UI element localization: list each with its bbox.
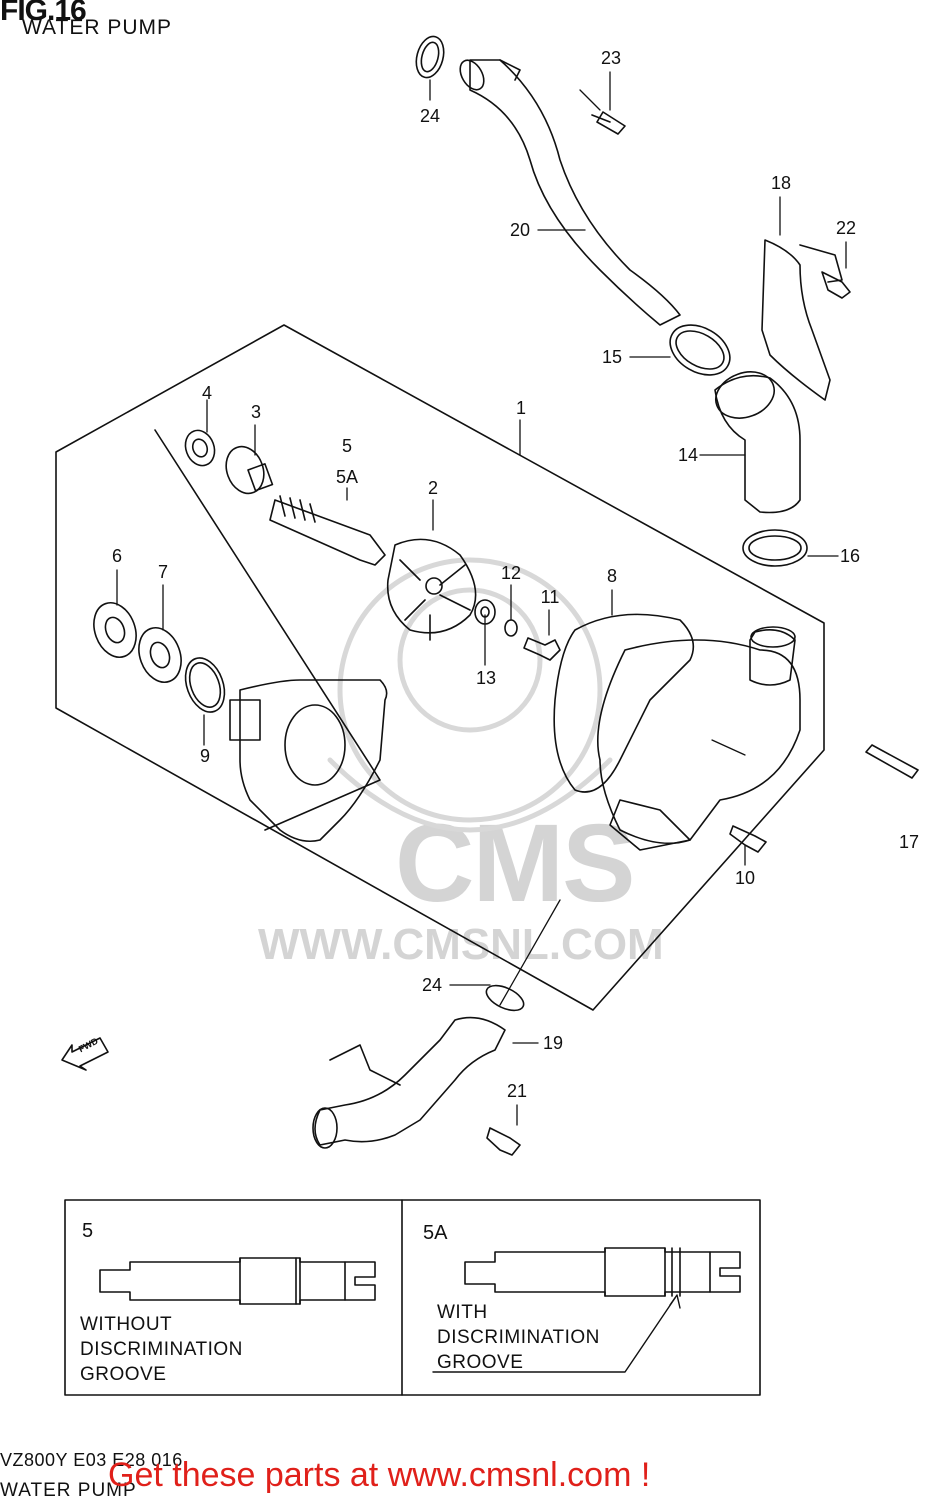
callout-4: 4 bbox=[201, 383, 213, 403]
o-ring-bottom bbox=[485, 984, 525, 1012]
forward-arrow bbox=[61, 1037, 109, 1071]
callout-19: 19 bbox=[542, 1033, 564, 1053]
bolt-22 bbox=[821, 271, 851, 299]
bolt-23 bbox=[591, 111, 626, 135]
detail-left-description: WITHOUT DISCRIMINATION GROOVE bbox=[80, 1312, 243, 1387]
detail-right-line1: WITH bbox=[437, 1302, 488, 1323]
impeller-2 bbox=[386, 538, 477, 634]
bolt-10 bbox=[729, 825, 767, 853]
detail-left-line3: GROOVE bbox=[80, 1364, 167, 1385]
callout-1: 1 bbox=[515, 398, 527, 418]
callout-6: 6 bbox=[111, 546, 123, 566]
watermark-mascot bbox=[327, 557, 613, 833]
callout-11: 11 bbox=[540, 587, 560, 607]
bearing-6 bbox=[93, 602, 137, 658]
callout-18: 18 bbox=[770, 173, 792, 193]
o-ring-9 bbox=[184, 657, 226, 713]
detail-right-line3: GROOVE bbox=[437, 1352, 524, 1373]
bolt-21 bbox=[486, 1127, 521, 1156]
callout-10: 10 bbox=[734, 868, 756, 888]
hose-clamp-15 bbox=[669, 324, 731, 376]
hose-clamp-16 bbox=[742, 529, 808, 567]
detail-right-line2: DISCRIMINATION bbox=[437, 1327, 600, 1348]
pipe-cover-18 bbox=[761, 239, 831, 401]
detail-right-description: WITH DISCRIMINATION GROOVE bbox=[437, 1300, 600, 1375]
mechanical-seal-3 bbox=[225, 445, 265, 495]
assembly-outline bbox=[55, 324, 825, 1011]
bolt-11 bbox=[523, 637, 561, 661]
detail-box bbox=[64, 1199, 761, 1396]
footer-subtitle: WATER PUMP bbox=[0, 1480, 137, 1501]
bearing-7 bbox=[138, 627, 182, 683]
drawing-code: VZ800Y E03 E28 016 bbox=[0, 1450, 183, 1470]
callout-7: 7 bbox=[157, 562, 169, 582]
water-hose-14 bbox=[714, 374, 801, 514]
seal-4 bbox=[184, 429, 216, 467]
pump-case bbox=[239, 679, 388, 843]
pump-shaft-5 bbox=[269, 499, 386, 566]
callout-5a: 5A bbox=[335, 467, 359, 487]
shaft-5-detail bbox=[99, 1257, 376, 1305]
leader-lines bbox=[116, 71, 847, 1126]
figure-subtitle: WATER PUMP bbox=[22, 16, 172, 39]
callout-17: 17 bbox=[898, 832, 920, 852]
callout-15: 15 bbox=[601, 347, 623, 367]
callout-8: 8 bbox=[606, 566, 618, 586]
callout-3: 3 bbox=[250, 402, 262, 422]
callout-5: 5 bbox=[341, 436, 353, 456]
callout-24-bottom: 24 bbox=[421, 975, 443, 995]
callout-12: 12 bbox=[500, 563, 522, 583]
figure-title: FIG.16 bbox=[0, 0, 87, 27]
water-pipe-lower bbox=[314, 1016, 506, 1146]
watermark-url: WWW.CMSNL.COM bbox=[258, 920, 664, 969]
o-ring-top bbox=[415, 35, 445, 79]
callout-23: 23 bbox=[600, 48, 622, 68]
water-pipe-upper bbox=[469, 59, 681, 326]
callout-14: 14 bbox=[677, 445, 699, 465]
detail-left-line1: WITHOUT bbox=[80, 1314, 173, 1335]
detail-left-line2: DISCRIMINATION bbox=[80, 1339, 243, 1360]
callout-24-top: 24 bbox=[419, 106, 441, 126]
detail-right-label: 5A bbox=[423, 1222, 448, 1244]
callout-20: 20 bbox=[509, 220, 531, 240]
washer-13 bbox=[474, 599, 496, 625]
callout-13: 13 bbox=[475, 668, 497, 688]
callout-9: 9 bbox=[199, 746, 211, 766]
callout-2: 2 bbox=[427, 478, 439, 498]
pump-cover bbox=[597, 639, 801, 845]
callout-16: 16 bbox=[839, 546, 861, 566]
shaft-5a-detail bbox=[432, 1247, 741, 1373]
callout-21: 21 bbox=[506, 1081, 528, 1101]
washer-12 bbox=[504, 619, 518, 637]
detail-left-label: 5 bbox=[82, 1220, 94, 1242]
callout-22: 22 bbox=[835, 218, 857, 238]
bearing-group-outline bbox=[154, 429, 381, 831]
gasket-8 bbox=[553, 613, 695, 793]
cta-link[interactable]: Get these parts at www.cmsnl.com ! bbox=[108, 1456, 651, 1494]
bolt-17 bbox=[865, 744, 919, 779]
